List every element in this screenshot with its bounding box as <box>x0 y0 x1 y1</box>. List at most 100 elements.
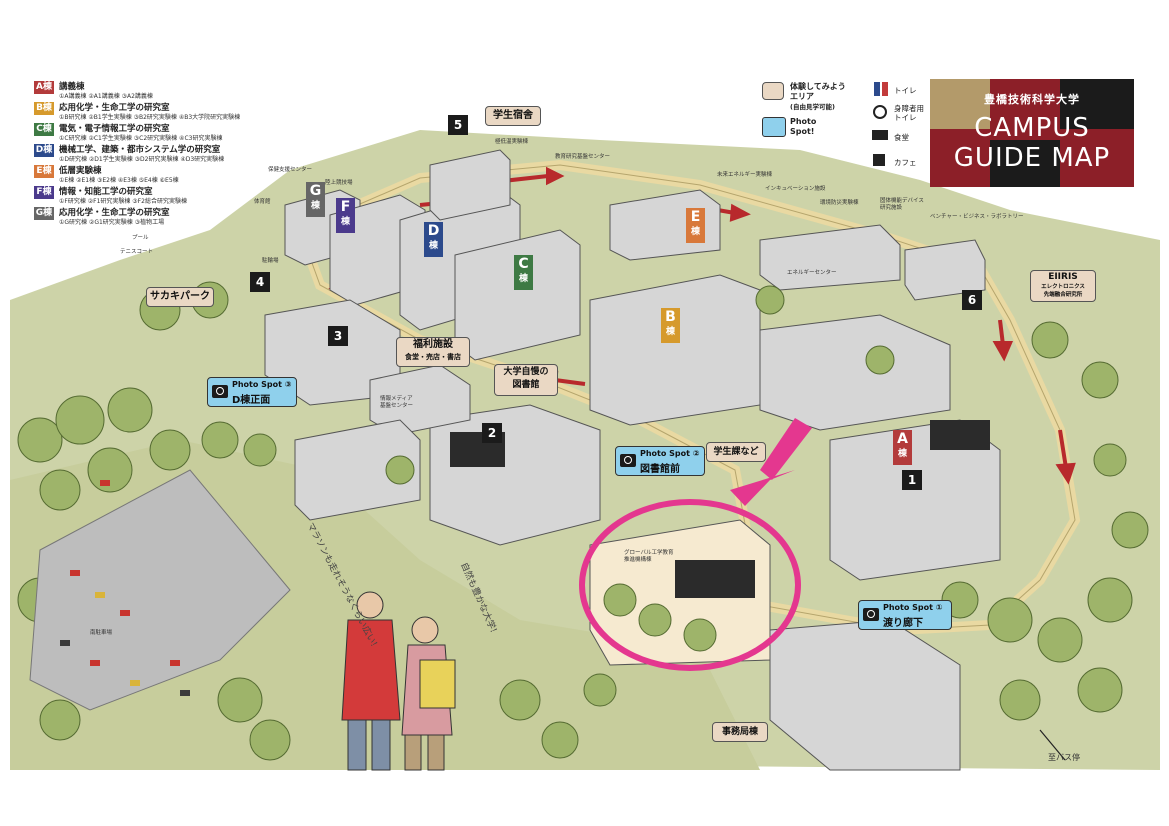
legend-subtitle: ①A講義棟 ②A1講義棟 ③A2講義棟 <box>59 93 153 100</box>
logo-blocks <box>930 79 1134 187</box>
photo-spot-3[interactable]: Photo Spot ③ D棟正面 <box>207 377 297 407</box>
marker-6: 6 <box>962 290 982 310</box>
label-tennis: テニスコート <box>120 249 154 255</box>
label-pool: プール <box>132 235 149 241</box>
parked-cars <box>60 480 190 696</box>
label-collab-center: 教育研究基盤センター <box>555 154 611 160</box>
label-parking: 南駐車場 <box>90 630 113 636</box>
label-radiation: 環境防災実験棟 <box>820 200 859 206</box>
cafeteria-key-label: 食堂 <box>894 133 909 142</box>
building-a-wing <box>759 314 951 431</box>
experience-area-key <box>762 82 784 100</box>
label-gym: 体育館 <box>254 199 271 205</box>
legend-subtitle: ①D研究棟 ②D1学生実験棟 ③D2研究実験棟 ④D3研究実験棟 <box>59 156 225 163</box>
callout-library: 大学自慢の 図書館 <box>494 364 558 396</box>
legend-title: 応用化学・生命工学の研究室 <box>59 103 170 113</box>
legend-subtitle: ①B研究棟 ②B1学生実験棟 ③B2研究実験棟 ④B3大学院研究実験棟 <box>59 114 241 121</box>
building-5 <box>429 149 511 221</box>
photo-spot-1[interactable]: Photo Spot ① 渡り廊下 <box>858 600 952 630</box>
legend-subtitle: ①E棟 ②E1棟 ③E2棟 ④E3棟 ⑤E4棟 ⑥E5棟 <box>59 177 179 184</box>
legend-title: 講義棟 <box>59 82 85 92</box>
label-bicycle: 駐輪場 <box>262 258 279 264</box>
legend-title: 低層実験棟 <box>59 166 102 176</box>
callout-student-dorm: 学生宿舎 <box>485 106 541 126</box>
legend-subtitle: ①F研究棟 ②F1研究実験棟 ③F2総合研究実験棟 <box>59 198 187 205</box>
toilet-pictogram <box>874 82 888 96</box>
legend-subtitle: ①G研究棟 ②G1研究実験棟 ③植物工場 <box>59 219 165 226</box>
students-illustration <box>341 591 456 771</box>
building-2 <box>429 404 601 546</box>
callout-admin-building: 事務局棟 <box>712 722 768 742</box>
bus-arrow <box>1039 729 1066 761</box>
accessible-pictogram <box>873 105 887 119</box>
legend-title: 情報・知能工学の研究室 <box>59 187 153 197</box>
legend-badge: F棟 <box>34 186 54 199</box>
label-track: 陸上競技場 <box>325 180 353 186</box>
legend-subtitle: ①C研究棟 ②C1学生実験棟 ③C2研究実験棟 ④C3研究実験棟 <box>59 135 223 142</box>
label-venture: ベンチャー・ビジネス・ラボラトリー <box>930 214 1024 220</box>
dining-pictogram <box>872 130 888 140</box>
highlight-circle <box>579 499 801 671</box>
photo-spot-2[interactable]: Photo Spot ② 図書館前 <box>615 446 705 476</box>
building-b <box>589 274 761 426</box>
logo-line-campus: CAMPUS <box>974 113 1090 143</box>
legend-badge: A棟 <box>34 81 54 94</box>
callout-eiiris: EIIRIS エレクトロニクス 先端融合研究所 <box>1030 270 1096 302</box>
label-health-center: 保健支援センター <box>268 167 313 173</box>
label-media-center: 情報メディア 基盤センター <box>380 396 414 409</box>
university-name: 豊橋技術科学大学 <box>984 93 1080 106</box>
photo-spot-key-label: Photo Spot! <box>790 117 817 136</box>
marker-4: 4 <box>250 272 270 292</box>
label-future-energy: 未来エネルギー実験棟 <box>717 172 773 178</box>
label-extreme-energy: 極低温実験棟 <box>495 139 529 145</box>
trees <box>17 281 1149 761</box>
logo-line-guide-map: GUIDE MAP <box>953 143 1111 173</box>
highlight-arrow <box>730 418 812 506</box>
legend-title: 応用化学・生命工学の研究室 <box>59 208 170 218</box>
accessible-toilet-key-label: 身障者用 トイレ <box>894 104 924 122</box>
energy-buildings <box>759 224 901 291</box>
legend-title: 機械工学、建築・都市システム学の研究室 <box>59 145 221 155</box>
library-annex <box>294 419 421 521</box>
parking-lot <box>29 469 291 711</box>
building-6 <box>904 239 986 301</box>
label-incubation: インキュベーション施設 <box>765 186 826 192</box>
experience-area-label: 体験してみよう エリア (自由見学可能) <box>790 82 846 111</box>
label-global-building: グローバル工学教育 推進機構棟 <box>624 550 674 563</box>
campus-buildings <box>264 149 1001 771</box>
callout-welfare: 福利施設 食堂・売店・書店 <box>396 337 470 367</box>
label-energy-center: エネルギーセンター <box>787 270 837 276</box>
label-bus-stop: 至バス停 <box>1048 753 1080 762</box>
legend-badge: G棟 <box>34 207 54 220</box>
legend-badge: B棟 <box>34 102 54 115</box>
marker-2: 2 <box>482 423 502 443</box>
marker-5: 5 <box>448 115 468 135</box>
camera-icon <box>212 385 228 398</box>
marker-1: 1 <box>902 470 922 490</box>
photo-spot-key <box>762 117 786 137</box>
camera-icon <box>620 454 636 467</box>
cafe-pictogram <box>873 154 885 166</box>
callout-student-affairs: 学生課など <box>706 442 766 462</box>
camera-icon <box>863 608 879 621</box>
toilet-key-label: トイレ <box>894 86 917 95</box>
callout-sakai-park: サカキパーク <box>146 287 214 307</box>
legend-title: 電気・電子情報工学の研究室 <box>59 124 170 134</box>
label-solid-device: 固体機能デバイス 研究施設 <box>880 198 924 211</box>
campus-guide-logo: 豊橋技術科学大学 CAMPUS GUIDE MAP <box>930 79 1134 187</box>
